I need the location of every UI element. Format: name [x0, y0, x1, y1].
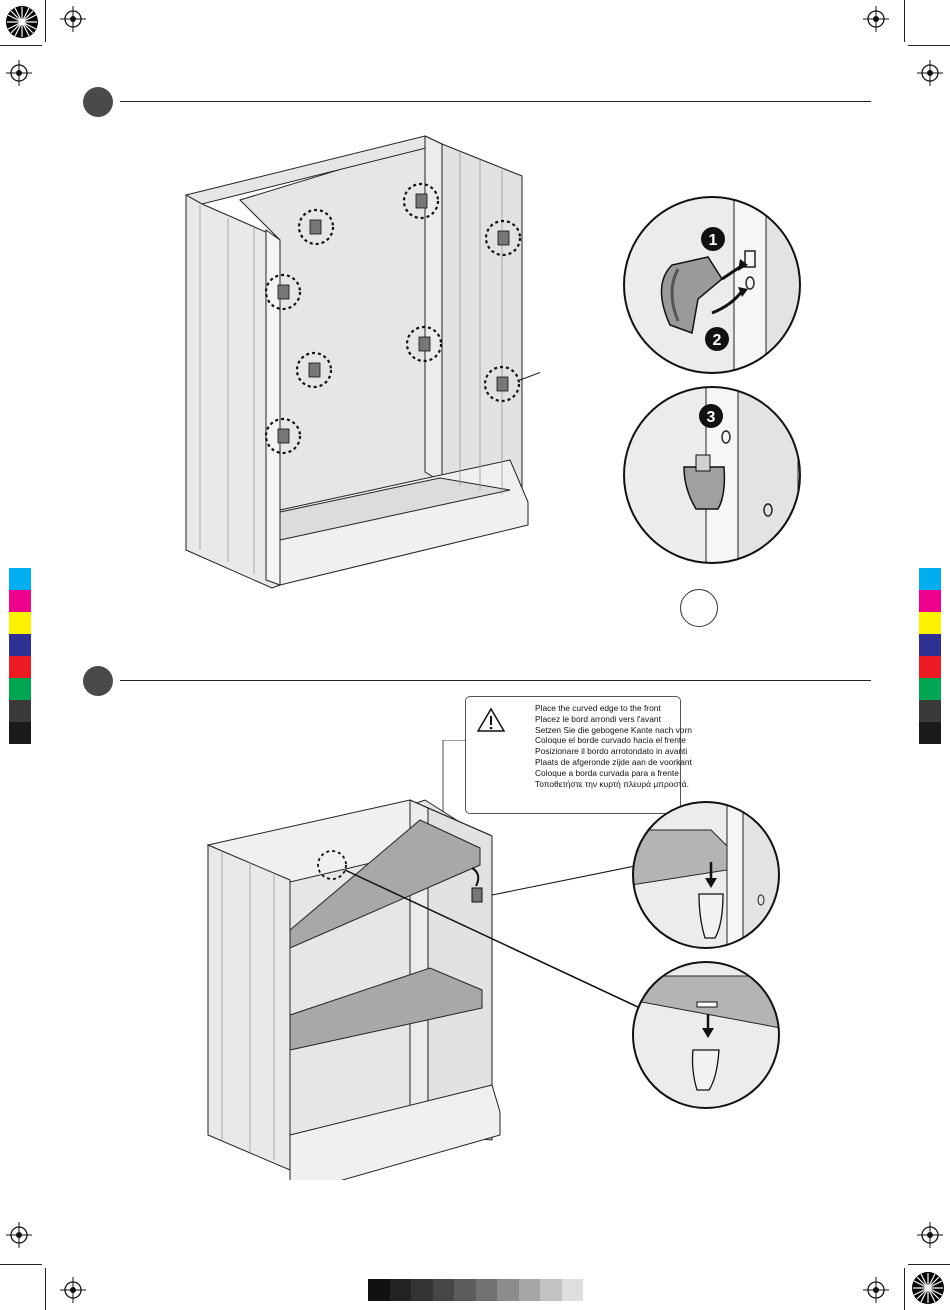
color-swatch [9, 700, 31, 722]
cabinet-illustration [180, 130, 540, 600]
gray-swatch [561, 1279, 583, 1301]
trim-line [908, 1264, 950, 1265]
step-marker [83, 87, 113, 117]
gray-swatch [432, 1279, 454, 1301]
crosshair-mark-icon [917, 60, 943, 86]
warning-text: Place the curved edge to the front Place… [535, 703, 692, 789]
gray-swatch [540, 1279, 562, 1301]
detail-zoom-shelf-clip [631, 800, 781, 950]
trim-line [0, 1264, 42, 1265]
gray-swatch [518, 1279, 540, 1301]
color-swatch [919, 722, 941, 744]
trim-line [0, 45, 42, 46]
registration-mark-icon [4, 4, 40, 40]
gray-swatch [389, 1279, 411, 1301]
gray-scale-bar [368, 1279, 583, 1301]
warning-line: Placez le bord arrondi vers l'avant [535, 713, 661, 724]
step-divider [120, 101, 871, 102]
color-swatch [919, 634, 941, 656]
crosshair-mark-icon [60, 1277, 86, 1303]
detail-step-number: 3 [707, 409, 716, 426]
color-swatch [919, 568, 941, 590]
trim-line [908, 45, 950, 46]
crosshair-mark-icon [6, 1222, 32, 1248]
warning-line: Coloque el borde curvado hacia el frente [535, 735, 686, 746]
color-swatch [9, 612, 31, 634]
warning-line: Τοποθετήστε την κυρτή πλευρά μπροστά. [535, 778, 689, 789]
color-swatch [9, 590, 31, 612]
detail-zoom-step-1-2: 1 2 [622, 195, 802, 375]
registration-mark-icon [910, 1270, 946, 1306]
cabinet-with-shelves-illustration [200, 740, 650, 1180]
color-swatch [919, 700, 941, 722]
gray-swatch [497, 1279, 519, 1301]
color-swatch [9, 722, 31, 744]
page-number-circle [680, 589, 718, 627]
color-bar-right [919, 568, 941, 744]
gray-swatch [368, 1279, 390, 1301]
trim-line [45, 1268, 46, 1310]
trim-line [45, 0, 46, 42]
crosshair-mark-icon [60, 6, 86, 32]
color-swatch [9, 678, 31, 700]
crosshair-mark-icon [6, 60, 32, 86]
color-bar-left [9, 568, 31, 744]
crosshair-mark-icon [917, 1222, 943, 1248]
color-swatch [919, 678, 941, 700]
color-swatch [919, 656, 941, 678]
color-swatch [9, 634, 31, 656]
warning-line: Coloque a borda curvada para a frente [535, 767, 679, 778]
trim-line [904, 1268, 905, 1310]
color-swatch [919, 612, 941, 634]
trim-line [904, 0, 905, 42]
color-swatch [919, 590, 941, 612]
gray-swatch [475, 1279, 497, 1301]
warning-line: Posizionare il bordo arrotondato in avan… [535, 746, 688, 757]
warning-line: Setzen Sie die gebogene Kante nach vorn [535, 724, 692, 735]
detail-step-number: 2 [713, 332, 722, 349]
warning-line: Plaats de afgeronde zijde aan de voorkan… [535, 756, 692, 767]
gray-swatch [411, 1279, 433, 1301]
step-divider [120, 680, 871, 681]
warning-line: Place the curved edge to the front [535, 703, 661, 713]
detail-zoom-shelf-clip-2 [631, 960, 781, 1110]
warning-label: Place the curved edge to the front Place… [465, 696, 692, 814]
detail-step-number: 1 [709, 232, 718, 249]
step-marker [83, 666, 113, 696]
gray-swatch [454, 1279, 476, 1301]
color-swatch [9, 568, 31, 590]
crosshair-mark-icon [863, 6, 889, 32]
color-swatch [9, 656, 31, 678]
crosshair-mark-icon [863, 1277, 889, 1303]
detail-zoom-step-3: 3 [622, 385, 802, 565]
warning-triangle-icon [476, 707, 506, 733]
